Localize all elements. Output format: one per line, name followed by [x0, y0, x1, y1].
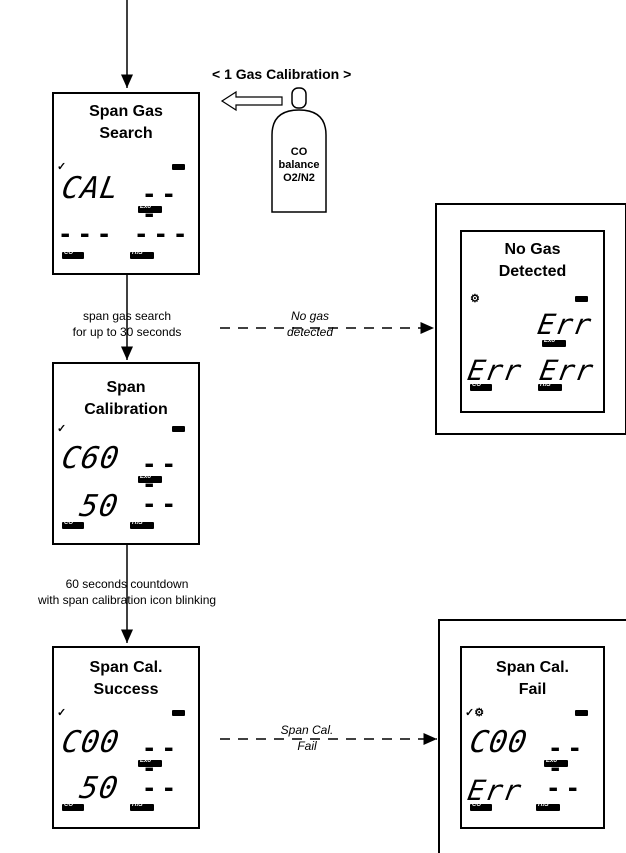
panel-title-line1: Span — [106, 379, 146, 396]
lcd-err-upper: Err — [535, 308, 595, 341]
exo-icon: Exo — [542, 338, 566, 347]
lcd-lower-reading: 50 — [77, 771, 122, 806]
panel-title-line1: No Gas — [504, 241, 561, 258]
h2s-icon: H₂S — [536, 802, 560, 811]
cylinder-balance: balance — [278, 159, 320, 171]
cylinder-gas: CO — [290, 146, 308, 158]
h2s-icon: H₂S — [130, 802, 154, 811]
panel-span-gas-search: Span Gas Search ✓ CAL --- Exo --- --- CO… — [52, 92, 200, 275]
battery-icon — [172, 426, 185, 432]
lcd-dashes-lower-right: --- — [134, 220, 193, 248]
status-icon: ⚙ — [470, 293, 480, 305]
search-label-2: for up to 30 seconds — [72, 325, 182, 339]
lcd-dashes: --- — [548, 734, 587, 782]
h2s-icon: H₂S — [130, 250, 154, 259]
panel-span-calibration: Span Calibration ✓ C60 --- Exo 50 --- CO… — [52, 362, 200, 545]
lcd-main-reading: CAL — [59, 171, 123, 206]
exo-icon: Exo — [138, 474, 162, 483]
hollow-arrow-icon — [220, 90, 283, 112]
panel-no-gas-detected: No Gas Detected ⚙ Err Exo Err Err CO H₂S — [460, 230, 605, 413]
no-gas-label-1: No gas — [290, 309, 330, 323]
exo-icon: Exo — [544, 758, 568, 767]
calibration-title: < 1 Gas Calibration > — [212, 66, 352, 82]
panel-span-cal-fail: Span Cal. Fail ✓⚙ C00 --- Exo Err --- CO… — [460, 646, 605, 829]
check-icon: ✓ — [57, 707, 67, 719]
countdown-label-1: 60 seconds countdown — [65, 577, 189, 591]
panel-title-line2: Calibration — [84, 401, 168, 418]
co-icon: CO — [470, 382, 492, 391]
countdown-label: 60 seconds countdown with span calibrati… — [0, 576, 254, 608]
fail-frame — [438, 619, 626, 853]
no-gas-label: No gas detected — [275, 308, 345, 340]
co-icon: CO — [62, 250, 84, 259]
gas-cylinder-icon — [271, 87, 327, 213]
battery-icon — [172, 164, 185, 170]
check-icon: ✓ — [57, 161, 67, 173]
panel-title-line1: Span Cal. — [89, 659, 163, 676]
cylinder-label: CO balance O2/N2 — [272, 146, 326, 185]
panel-span-cal-success: Span Cal. Success ✓ C00 --- Exo 50 --- C… — [52, 646, 200, 829]
h2s-icon: H₂S — [538, 382, 562, 391]
lcd-dashes-lower-right: --- — [546, 774, 585, 820]
panel-title-line2: Fail — [518, 681, 547, 698]
span-cal-fail-label: Span Cal. Fail — [272, 722, 342, 754]
lcd-dashes-lower-right: --- — [142, 490, 181, 536]
battery-icon — [575, 296, 588, 302]
panel-title-line2: Search — [99, 125, 153, 142]
lcd-dashes-lower-left: --- — [58, 220, 117, 248]
h2s-icon: H₂S — [130, 520, 154, 529]
no-gas-label-2: detected — [286, 325, 334, 339]
co-icon: CO — [62, 802, 84, 811]
lcd-dashes-lower-right: --- — [142, 774, 181, 820]
panel-title-line1: Span Gas — [89, 103, 163, 120]
lcd-lower-reading: 50 — [77, 489, 122, 524]
battery-icon — [575, 710, 588, 716]
exo-icon: Exo — [138, 204, 162, 213]
exo-icon: Exo — [138, 758, 162, 767]
search-label-1: span gas search — [82, 309, 172, 323]
cylinder-mix: O2/N2 — [283, 172, 315, 184]
co-icon: CO — [62, 520, 84, 529]
panel-title-line2: Success — [93, 681, 159, 698]
check-icon: ✓ — [57, 423, 67, 435]
lcd-main-reading: C00 — [467, 725, 531, 760]
lcd-main-reading: C00 — [59, 725, 123, 760]
co-icon: CO — [470, 802, 492, 811]
countdown-label-2: with span calibration icon blinking — [37, 593, 217, 607]
panel-title-line2: Detected — [498, 263, 567, 280]
no-gas-frame — [435, 203, 626, 435]
panel-title-line1: Span Cal. — [496, 659, 569, 676]
check-icon: ✓⚙ — [465, 707, 485, 719]
search-duration-label: span gas search for up to 30 seconds — [52, 308, 202, 340]
fail-label-2: Fail — [297, 739, 317, 753]
lcd-main-reading: C60 — [59, 441, 123, 476]
fail-label-1: Span Cal. — [280, 723, 334, 737]
battery-icon — [172, 710, 185, 716]
